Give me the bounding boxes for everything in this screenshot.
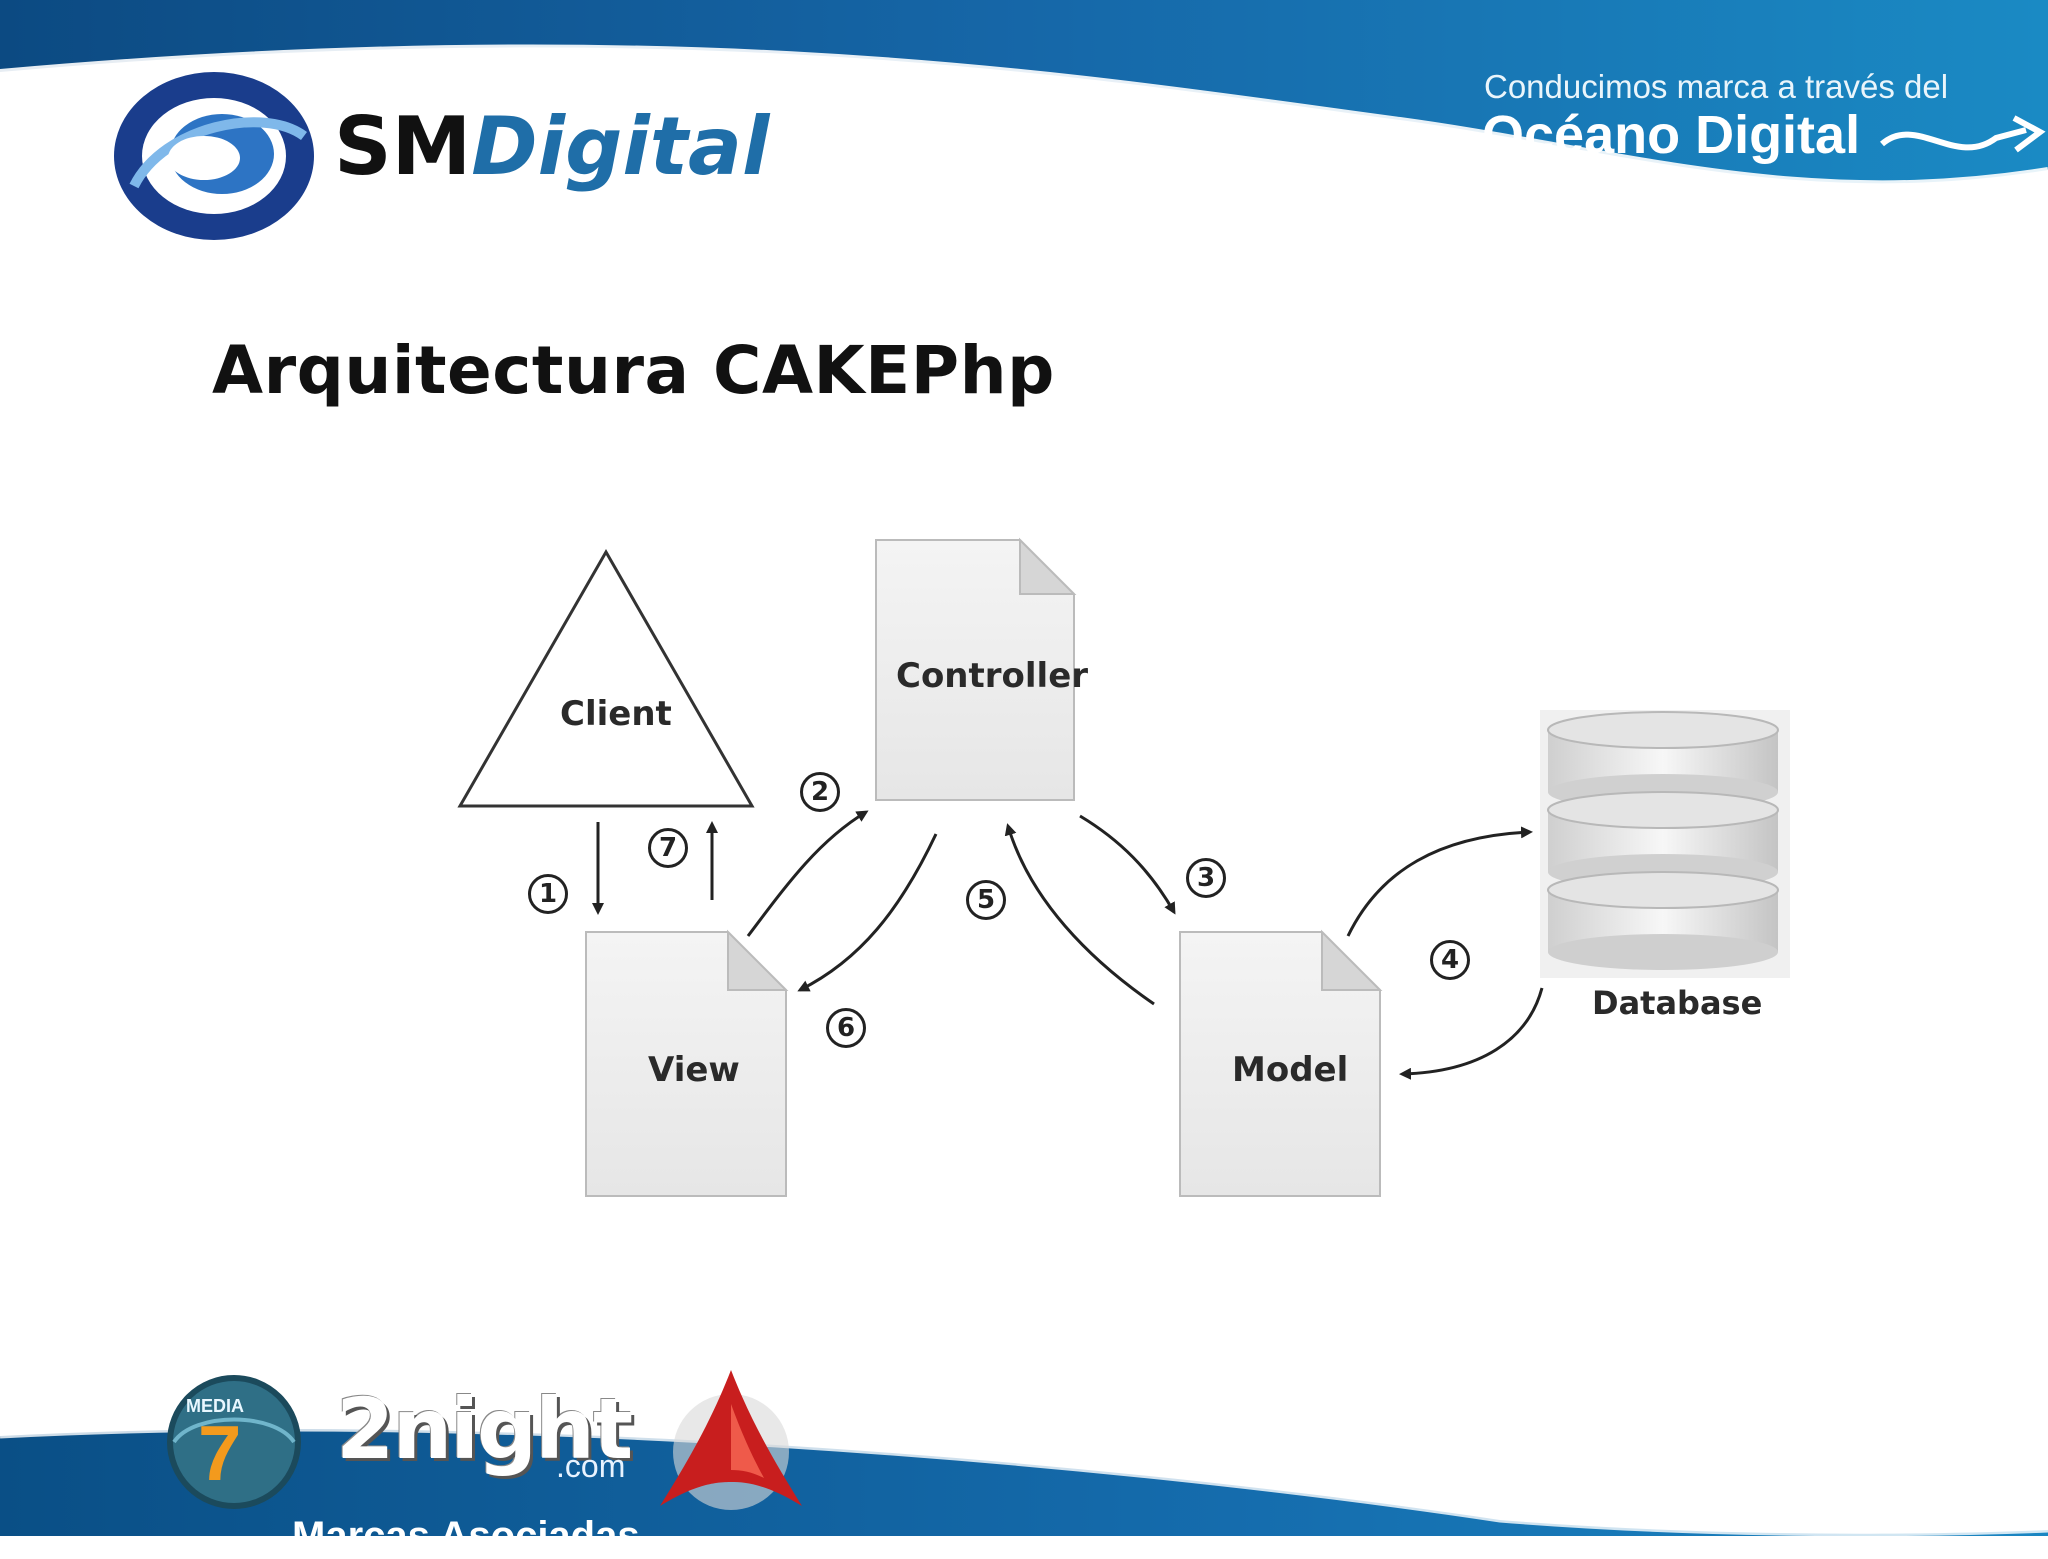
smdigital-wordmark: SMDigital bbox=[334, 100, 769, 193]
controller-document bbox=[875, 537, 1077, 801]
model-label: Model bbox=[1232, 1050, 1349, 1090]
database-label: Database bbox=[1592, 984, 1763, 1022]
arrow-4-down bbox=[1399, 987, 1544, 1080]
step-2-badge: 2 bbox=[800, 772, 840, 812]
media7-number: 7 bbox=[198, 1409, 242, 1497]
controller-label: Controller bbox=[896, 656, 1089, 696]
partner-triangle-logo-icon bbox=[660, 1370, 802, 1510]
marcas-asociadas-label: Marcas Asociadas bbox=[292, 1514, 640, 1558]
arrow-2 bbox=[746, 810, 869, 937]
smdigital-logo-icon bbox=[114, 72, 314, 240]
slide-title: Arquitectura CAKEPhp bbox=[212, 332, 1055, 409]
header-wave bbox=[0, 0, 2048, 187]
header-tagline: Conducimos marca a través del bbox=[1484, 68, 1949, 105]
brand-digital: Digital bbox=[471, 100, 770, 193]
arrow-6 bbox=[797, 833, 938, 992]
twonight-logo: 2night bbox=[336, 1380, 633, 1478]
client-triangle bbox=[457, 548, 755, 808]
footer-wave bbox=[0, 1426, 2048, 1536]
wave-arrow-icon bbox=[1880, 115, 2046, 153]
step-7-badge: 7 bbox=[648, 828, 688, 868]
step-6-badge: 6 bbox=[826, 1008, 866, 1048]
oceano-digital-wordmark: Océano Digital bbox=[1482, 105, 1861, 165]
step-4-badge: 4 bbox=[1430, 940, 1470, 980]
client-label: Client bbox=[560, 694, 672, 734]
media7-label: MEDIA bbox=[186, 1396, 244, 1416]
model-document bbox=[1179, 929, 1383, 1197]
arrow-3 bbox=[1079, 814, 1176, 915]
arrow-5 bbox=[1004, 823, 1155, 1006]
brand-sm: SM bbox=[334, 100, 472, 193]
arrow-4-up bbox=[1346, 826, 1533, 937]
database-cylinders bbox=[1540, 710, 1790, 978]
media7-logo-icon bbox=[167, 1375, 301, 1509]
step-3-badge: 3 bbox=[1186, 858, 1226, 898]
view-document bbox=[585, 929, 789, 1197]
view-label: View bbox=[648, 1050, 740, 1090]
twonight-com: .com bbox=[556, 1448, 626, 1484]
step-1-badge: 1 bbox=[528, 874, 568, 914]
step-5-badge: 5 bbox=[966, 880, 1006, 920]
